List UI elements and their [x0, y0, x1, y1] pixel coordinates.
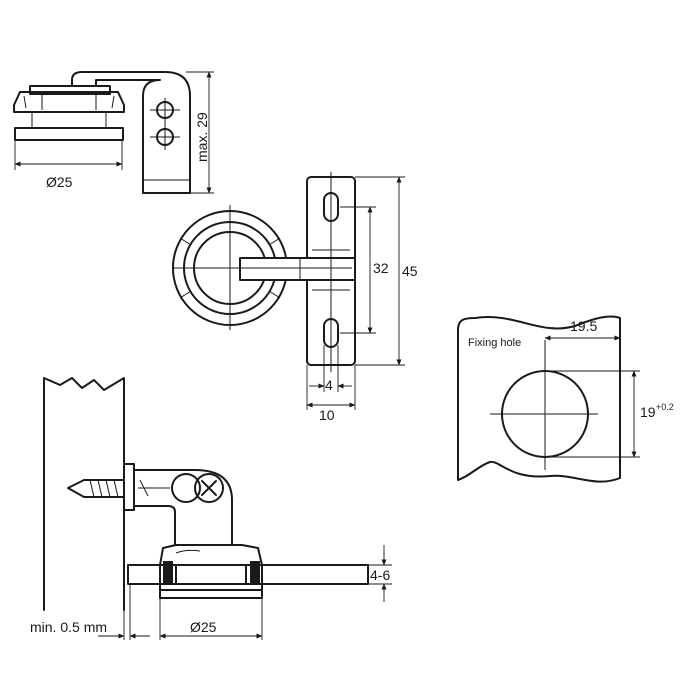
clamp-base	[159, 589, 263, 599]
label-slot-width: 4	[325, 377, 333, 393]
bracket-arm	[71, 71, 191, 194]
clamp-cap	[29, 85, 111, 95]
label-slot-pitch: 32	[373, 260, 389, 276]
gasket-right	[250, 561, 260, 583]
side-view-top: Ø25 max. 29	[13, 71, 214, 194]
gasket-left	[163, 561, 173, 583]
label-hole-offset: 19.5	[570, 318, 597, 334]
label-bottom-diameter: Ø25	[190, 619, 217, 635]
label-glass-thickness: 4-6	[370, 567, 390, 583]
label-plate-length: 45	[402, 263, 418, 279]
label-max-height: max. 29	[194, 112, 210, 162]
label-hole-tolerance: +0.2	[656, 402, 674, 412]
bracket-body	[133, 469, 233, 546]
cross-screw-head	[194, 473, 224, 503]
fixing-hole-view: Fixing hole 19.5 19 +0.2	[457, 315, 674, 483]
installed-view-bottom: min. 0.5 mm Ø25 4-6	[30, 377, 392, 640]
glass-panel	[14, 127, 124, 141]
front-view-center: 32 45 4 10	[172, 172, 418, 423]
slot-upper	[323, 192, 339, 222]
label-plate-width: 10	[319, 407, 335, 423]
door-panel-outline	[457, 315, 621, 483]
bracket-arm-front	[239, 257, 356, 281]
label-top-diameter: Ø25	[46, 174, 73, 190]
label-hole-diameter: 19	[640, 404, 656, 420]
clamp-body	[13, 91, 125, 113]
slot-lower	[323, 318, 339, 348]
label-min-gap: min. 0.5 mm	[30, 619, 107, 635]
fixing-hole-label: Fixing hole	[468, 337, 521, 349]
adjust-screw	[171, 473, 201, 503]
glass-pane	[127, 564, 369, 585]
wall-plate	[123, 463, 135, 511]
wall-section	[43, 377, 125, 611]
